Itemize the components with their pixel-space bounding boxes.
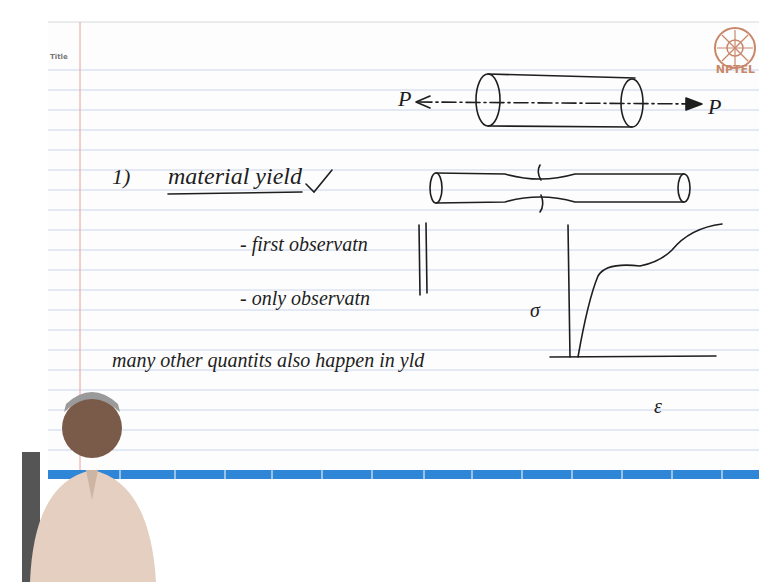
necked-bar [430,165,690,212]
note-line: - only observatn [240,288,370,308]
note-line: many other quantits also happen in yld [112,350,424,370]
paper-edge [48,22,759,23]
axis-label: σ [530,300,540,320]
note-line: - first observatn [240,234,368,254]
tension-bar [416,74,702,127]
progress-bar [48,470,759,479]
load-label: P [398,88,411,110]
axis-label: ε [654,396,662,416]
nptel-logo [715,28,755,68]
note-paper [48,22,759,470]
bar-ticks [120,470,722,479]
lecturer [22,392,156,582]
stress-strain-curve [550,224,722,357]
ruled-lines [48,70,759,450]
load-label: P [708,96,721,118]
item-number: 1) [112,166,130,188]
page-title: Title [50,54,68,61]
topic-heading: material yield [168,164,302,188]
logo-text: NPTEL [716,64,755,75]
marks [168,170,427,295]
